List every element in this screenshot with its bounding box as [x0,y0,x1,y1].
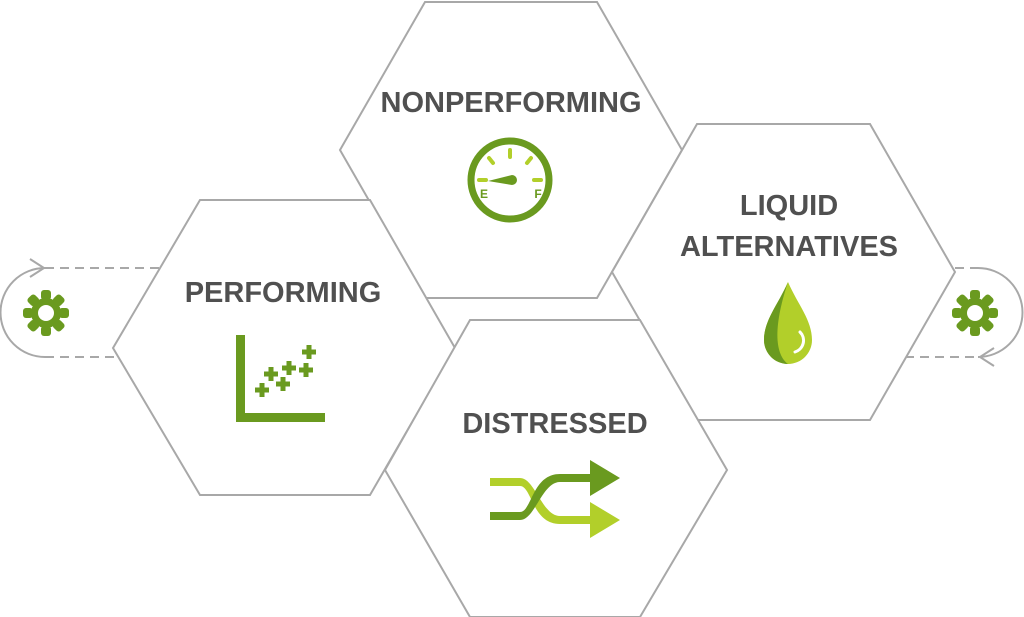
hex-distressed: DISTRESSED [383,319,729,617]
gauge-full-label: F [534,187,541,201]
gauge-empty-label: E [480,187,488,201]
hex-nonperforming: NONPERFORMING E F [338,1,684,299]
left-cycle-connector [0,258,165,358]
hex-performing: PERFORMING [111,199,457,496]
hex-label: PERFORMING [185,277,382,309]
shuffle-arrows-icon [490,460,620,538]
right-cycle-connector [905,267,1024,367]
hex-label: DISTRESSED [462,408,647,440]
hex-label-line1: LIQUID [740,190,838,222]
scatter-chart-icon [236,335,325,422]
fuel-gauge-icon: E F [467,137,553,223]
gear-icon [952,290,998,336]
droplet-icon [764,282,812,364]
gear-icon [23,290,69,336]
hex-label-line2: ALTERNATIVES [680,231,898,263]
hex-label: NONPERFORMING [381,87,642,119]
